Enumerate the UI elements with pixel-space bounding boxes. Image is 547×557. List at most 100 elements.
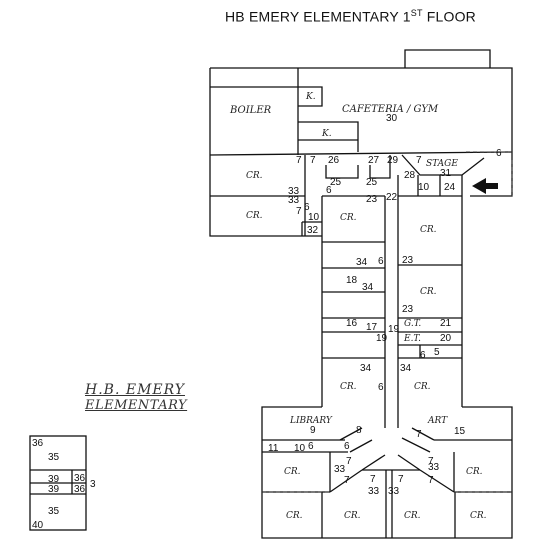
room-cr-13: CR. <box>470 511 487 521</box>
num-16: 16 <box>346 318 358 329</box>
num-11: 11 <box>268 443 279 454</box>
room-cr-6: CR. <box>340 382 357 392</box>
num-34: 34 <box>400 363 412 374</box>
num-6: 6 <box>308 441 314 452</box>
num-10: 10 <box>418 182 430 193</box>
num-7: 7 <box>398 474 404 485</box>
portable-36: 36 <box>74 473 86 484</box>
portable-3: 3 <box>90 479 96 490</box>
num-6: 6 <box>378 382 384 393</box>
num-6: 6 <box>326 185 332 196</box>
room-cr-9: CR. <box>466 467 483 477</box>
room-cr-4: CR. <box>420 225 437 235</box>
num-22: 22 <box>386 192 398 203</box>
num-33: 33 <box>388 486 400 497</box>
num-8: 8 <box>356 425 362 436</box>
num-34: 34 <box>360 363 372 374</box>
num-7: 7 <box>344 475 350 486</box>
num-7: 7 <box>310 155 316 166</box>
room-cr-10: CR. <box>286 511 303 521</box>
num-6: 6 <box>344 441 350 452</box>
num-31: 31 <box>440 168 452 179</box>
num-5: 5 <box>434 347 440 358</box>
num-33: 33 <box>368 486 380 497</box>
num-25: 25 <box>366 177 378 188</box>
num-6: 6 <box>420 350 426 361</box>
school-name-note: H.B. EMERY ELEMENTARY <box>85 382 187 413</box>
num-21: 21 <box>440 318 452 329</box>
room-cr-2: CR. <box>246 211 263 221</box>
num-7: 7 <box>428 475 434 486</box>
num-9: 9 <box>310 425 316 436</box>
num-20: 20 <box>440 333 452 344</box>
num-17: 17 <box>366 322 378 333</box>
num-6: 6 <box>496 148 502 159</box>
num-33: 33 <box>334 464 346 475</box>
title-text: HB EMERY ELEMENTARY 1 <box>225 8 411 25</box>
num-6: 6 <box>304 202 310 213</box>
room-numbers: 30 31 6 7 7 26 27 29 7 28 10 24 25 25 33… <box>268 113 502 497</box>
dashed-partitions <box>262 151 513 493</box>
num-24: 24 <box>444 182 456 193</box>
room-gt: G.T. <box>404 319 421 329</box>
num-7: 7 <box>296 206 302 217</box>
num-23: 23 <box>366 194 378 205</box>
num-34: 34 <box>362 282 374 293</box>
school-name-line2: ELEMENTARY <box>85 398 188 413</box>
num-29: 29 <box>387 155 399 166</box>
school-name-line1: H.B. EMERY <box>85 382 185 398</box>
room-art: ART <box>427 416 448 426</box>
room-cr-7: CR. <box>414 382 431 392</box>
room-cr-12: CR. <box>404 511 421 521</box>
floor-plan-title: HB EMERY ELEMENTARY 1ST FLOOR <box>225 8 476 25</box>
num-7: 7 <box>296 155 302 166</box>
num-7: 7 <box>370 474 376 485</box>
num-18: 18 <box>346 275 358 286</box>
num-7: 7 <box>416 155 422 166</box>
num-19: 19 <box>388 324 400 335</box>
num-23: 23 <box>402 255 414 266</box>
room-boiler: BOILER <box>229 105 272 116</box>
room-cr-1: CR. <box>246 171 263 181</box>
portable-35: 35 <box>48 506 60 517</box>
room-stage: STAGE <box>426 159 458 169</box>
title-superscript: ST <box>410 8 423 18</box>
num-33: 33 <box>428 462 440 473</box>
num-27: 27 <box>368 155 380 166</box>
portable-40: 40 <box>32 520 44 531</box>
num-25: 25 <box>330 177 342 188</box>
portable-35: 35 <box>48 452 60 463</box>
room-cr-5: CR. <box>420 287 437 297</box>
portable-36: 36 <box>74 484 86 495</box>
num-15: 15 <box>454 426 466 437</box>
num-33: 33 <box>288 195 300 206</box>
portable-36: 36 <box>32 438 44 449</box>
num-23: 23 <box>402 304 414 315</box>
room-library: LIBRARY <box>289 416 333 426</box>
num-10: 10 <box>308 212 320 223</box>
portable-numbers: 36 35 39 39 36 36 3 35 40 <box>32 438 96 531</box>
num-10: 10 <box>294 443 306 454</box>
room-k2: K. <box>321 129 332 139</box>
room-k1: K. <box>305 92 316 102</box>
title-suffix: FLOOR <box>422 8 476 25</box>
num-26: 26 <box>328 155 340 166</box>
walls <box>29 49 513 539</box>
num-33: 33 <box>288 186 300 197</box>
room-cafeteria: CAFETERIA / GYM <box>342 104 439 115</box>
room-cr-11: CR. <box>344 511 361 521</box>
room-cr-8: CR. <box>284 467 301 477</box>
num-28: 28 <box>404 170 416 181</box>
portable-39: 39 <box>48 484 60 495</box>
num-7: 7 <box>416 429 422 440</box>
num-6: 6 <box>378 256 384 267</box>
room-et: E.T. <box>403 334 421 344</box>
portable-39: 39 <box>48 474 60 485</box>
num-7: 7 <box>428 456 434 467</box>
num-7: 7 <box>346 456 352 467</box>
num-32: 32 <box>307 225 319 236</box>
num-19: 19 <box>376 333 388 344</box>
num-30: 30 <box>386 113 398 124</box>
entrance-arrow-icon <box>472 178 498 194</box>
